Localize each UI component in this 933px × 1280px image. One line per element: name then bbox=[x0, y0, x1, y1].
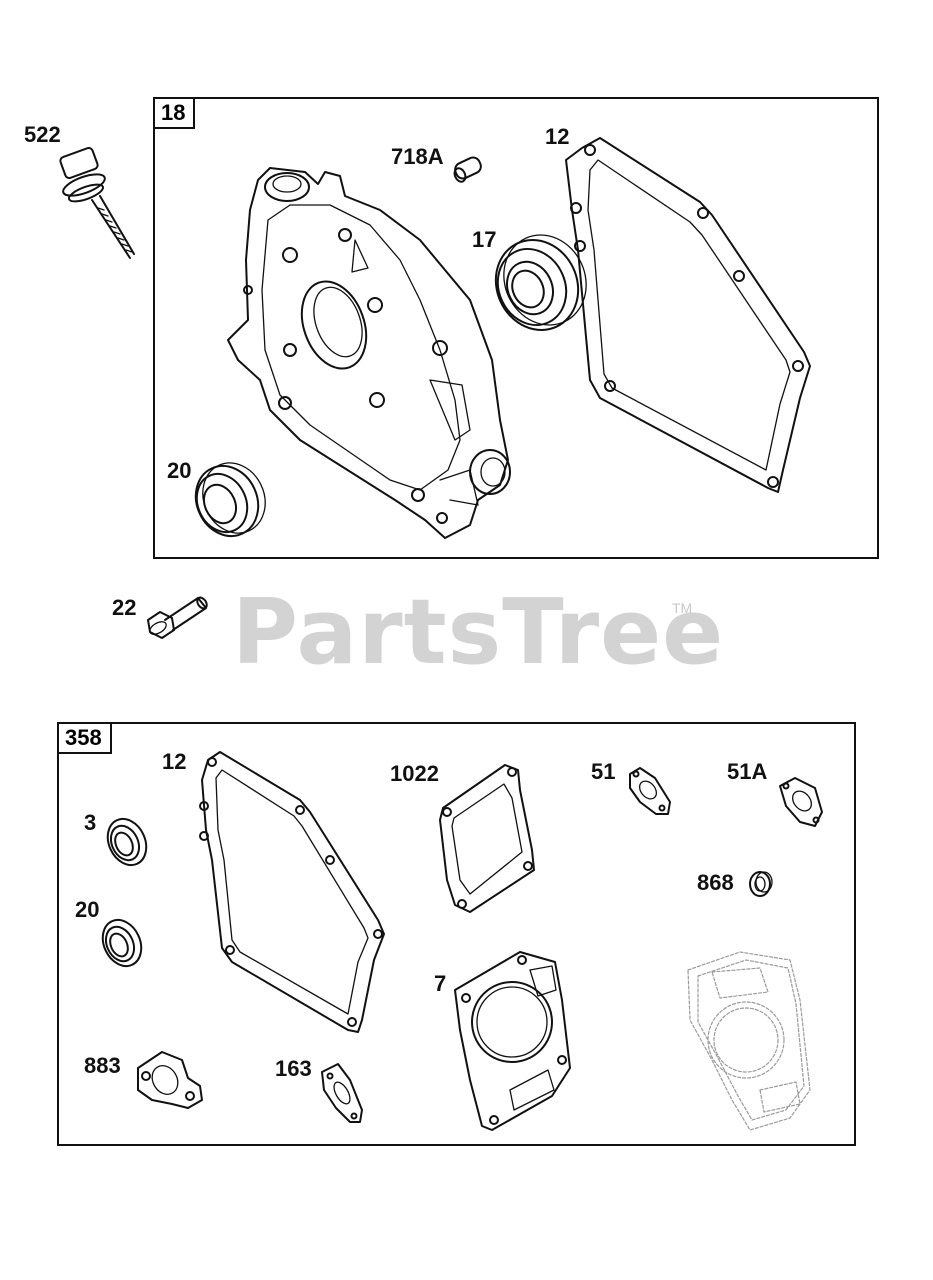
group-tag-upper: 18 bbox=[155, 99, 196, 130]
dowel-pin-drawing bbox=[453, 156, 482, 183]
part-label-12-lower[interactable]: 12 bbox=[162, 749, 187, 774]
intake-gasket-drawing bbox=[137, 1051, 203, 1109]
group-box-upper: 18 bbox=[153, 97, 879, 559]
part-label-7[interactable]: 7 bbox=[434, 971, 447, 996]
rocker-cover-gasket-drawing bbox=[439, 764, 535, 913]
head-gasket-ghost-drawing bbox=[687, 951, 811, 1131]
trademark-mark: TM bbox=[672, 600, 693, 616]
part-label-1022[interactable]: 1022 bbox=[390, 761, 439, 786]
part-label-17[interactable]: 17 bbox=[472, 227, 497, 252]
valve-seal-drawing bbox=[749, 871, 773, 897]
part-label-20-upper[interactable]: 20 bbox=[167, 458, 192, 483]
partstree-watermark: PartsTree bbox=[232, 580, 725, 685]
oil-seal-drawing-3 bbox=[106, 817, 148, 867]
part-label-51a[interactable]: 51A bbox=[727, 759, 768, 784]
head-gasket-drawing bbox=[454, 951, 571, 1131]
group-tag-lower: 358 bbox=[59, 724, 112, 755]
part-label-22[interactable]: 22 bbox=[112, 595, 137, 620]
bearing-drawing bbox=[494, 234, 587, 331]
carburetor-gasket-drawing bbox=[321, 1063, 363, 1123]
part-label-883[interactable]: 883 bbox=[84, 1053, 121, 1078]
exhaust-gasket-drawing-51a bbox=[779, 777, 823, 827]
group-box-lower: 358 bbox=[57, 722, 856, 1146]
part-label-522[interactable]: 522 bbox=[24, 122, 61, 147]
oil-seal-drawing-20 bbox=[101, 918, 143, 968]
bolt-drawing bbox=[147, 596, 208, 639]
part-label-718a[interactable]: 718A bbox=[391, 144, 444, 169]
part-label-163[interactable]: 163 bbox=[275, 1056, 312, 1081]
part-label-51[interactable]: 51 bbox=[591, 759, 616, 784]
part-label-868[interactable]: 868 bbox=[697, 870, 734, 895]
part-label-20-lower[interactable]: 20 bbox=[75, 897, 100, 922]
part-label-12-upper[interactable]: 12 bbox=[545, 124, 570, 149]
crankcase-gasket-drawing-lower bbox=[199, 751, 385, 1033]
dipstick-drawing bbox=[59, 146, 135, 259]
part-label-3[interactable]: 3 bbox=[84, 810, 97, 835]
crankcase-cover-drawing bbox=[227, 167, 511, 539]
exhaust-gasket-drawing-51 bbox=[629, 767, 671, 815]
crankcase-gasket-drawing-upper bbox=[565, 137, 811, 493]
oil-seal-drawing-upper bbox=[194, 462, 266, 538]
